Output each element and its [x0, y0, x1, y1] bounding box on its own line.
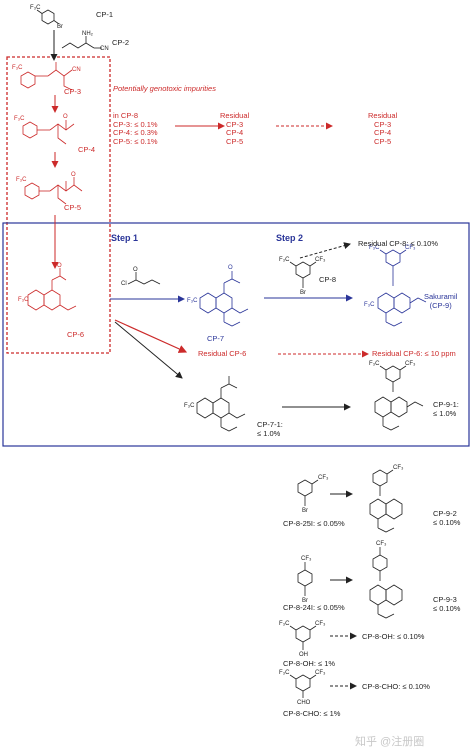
- label-cp7: CP-7: [207, 334, 225, 343]
- atom-br-cp1: Br: [57, 24, 63, 30]
- label-cp9-sakuramil: Sakuramil (CP-9): [424, 292, 458, 310]
- residual-set-2: Residual CP-3 CP-4 CP-5: [368, 111, 398, 146]
- cp8-24i-structure: [297, 562, 313, 596]
- residual-set-1: Residual CP-3 CP-4 CP-5: [220, 111, 250, 146]
- cp8-cho-structure: [289, 674, 317, 698]
- atom-cl-reagent: Cl: [121, 281, 127, 287]
- atom-cf3-cp8oh: CF₃: [315, 621, 326, 627]
- cp7-structure: [199, 271, 249, 327]
- atom-cf3-cp8cho: CF₃: [315, 670, 326, 676]
- cp7-1-structure: [196, 376, 246, 432]
- cp8-25i-structure: [297, 479, 319, 506]
- cp8-structure: [289, 261, 317, 288]
- atom-f3c-cp8cho: F₃C: [279, 670, 290, 676]
- label-cp6: CP-6: [67, 330, 85, 339]
- cp8-oh-structure: [289, 625, 317, 650]
- label-cp8-cho: CP-8-CHO: ≤ 1%: [283, 709, 341, 718]
- residual-cp8: Residual CP-8: ≤ 0.10%: [358, 239, 438, 248]
- step-1-title: Step 1: [111, 233, 139, 243]
- atom-oh-cp8oh: OH: [299, 652, 308, 658]
- atom-f3c-cp8: F₃C: [279, 257, 290, 263]
- label-cp8: CP-8: [319, 275, 337, 284]
- arrow-cp6-residual: [114, 319, 188, 353]
- atom-br-cp824: Br: [302, 598, 308, 604]
- cp4-structure: [22, 120, 75, 145]
- genotoxic-title: Potentially genotoxic impurities: [113, 84, 216, 93]
- atom-cf3-cp92: CF₃: [393, 465, 404, 471]
- step-2-title: Step 2: [276, 233, 304, 243]
- atom-f3c-cp4: F₃C: [14, 116, 25, 122]
- cp1-structure: [36, 9, 60, 25]
- residual-cp6: Residual CP-6: [198, 349, 247, 358]
- label-cp9-2: CP-9-2 ≤ 0.10%: [433, 509, 461, 527]
- arrow-cp6-cp71: [114, 321, 183, 379]
- residual-cp8-cho: CP-8-CHO: ≤ 0.10%: [362, 682, 430, 691]
- atom-cf3-cp93: CF₃: [376, 541, 387, 547]
- cp5-structure: [24, 177, 83, 205]
- atom-o-cp7: O: [228, 265, 233, 271]
- atom-o-cp6: O: [57, 263, 62, 269]
- atom-f3c-cp9-ring: F₃C: [364, 302, 375, 308]
- chloroformate-structure: [127, 272, 161, 285]
- atom-cf3-cp824: CF₃: [301, 556, 312, 562]
- residual-cp8-oh: CP-8-OH: ≤ 0.10%: [362, 632, 425, 641]
- cp9-2-structure: [369, 469, 403, 533]
- atom-f3c-cp9: F₃C: [369, 245, 380, 251]
- atom-f3c-cp8oh: F₃C: [279, 621, 290, 627]
- atom-f3c-cp7: F₃C: [187, 298, 198, 304]
- label-cp9-3: CP-9-3 ≤ 0.10%: [433, 595, 461, 613]
- atom-cho-cp8cho: CHO: [297, 700, 311, 706]
- cp9-3-structure: [369, 547, 403, 619]
- atom-br-cp825: Br: [302, 508, 308, 514]
- genotoxic-impurity-box: [6, 56, 111, 354]
- label-cp8-24i: CP-8-24I: ≤ 0.05%: [283, 603, 345, 612]
- atom-cn-cp3: CN: [72, 67, 81, 73]
- steps-box: [2, 222, 470, 447]
- cp3-structure: [20, 62, 73, 91]
- label-cp2: CP-2: [112, 38, 130, 47]
- label-cp9-1: CP-9-1: ≤ 1.0%: [433, 400, 459, 418]
- atom-cf3-cp91: CF₃: [405, 361, 416, 367]
- label-cp1: CP-1: [96, 10, 114, 19]
- atom-f3c-cp3: F₃C: [12, 65, 23, 71]
- atom-f3c-cp91: F₃C: [369, 361, 380, 367]
- cp2-structure: [61, 36, 102, 49]
- atom-f3c-cp5: F₃C: [16, 177, 27, 183]
- in-cp8-limits: in CP-8 CP-3: ≤ 0.1% CP-4: ≤ 0.3% CP-5: …: [113, 111, 158, 146]
- watermark: 知乎 @注册圈: [355, 736, 425, 748]
- label-cp5: CP-5: [64, 203, 82, 212]
- atom-cf3-cp9: CF₃: [405, 245, 416, 251]
- atom-cf3-cp825: CF₃: [318, 475, 329, 481]
- label-cp7-1: CP-7-1: ≤ 1.0%: [257, 420, 283, 438]
- residual-cp6-ppm: Residual CP-6: ≤ 10 ppm: [372, 349, 456, 358]
- atom-cf3-cp8: CF₃: [315, 257, 326, 263]
- arrow-residual-cp8: [299, 242, 351, 259]
- atom-nh2-cp2: NH₂: [82, 31, 93, 37]
- atom-o-cp4: O: [63, 114, 68, 120]
- cp9-1-structure: [374, 365, 424, 431]
- atom-f3c-cp71: F₃C: [184, 403, 195, 409]
- cp6-structure: [27, 268, 77, 311]
- atom-o-reagent: O: [133, 267, 138, 273]
- cp9-structure: [377, 249, 427, 327]
- atom-cn-cp2: CN: [100, 46, 109, 52]
- atom-o-cp5: O: [71, 172, 76, 178]
- label-cp8-oh: CP-8-OH: ≤ 1%: [283, 659, 336, 668]
- label-cp4: CP-4: [78, 145, 96, 154]
- atom-f3c-cp1: F₃C: [30, 5, 41, 11]
- label-cp3: CP-3: [64, 87, 82, 96]
- atom-br-cp8: Br: [300, 290, 306, 296]
- atom-f3c-cp6: F₃C: [18, 297, 29, 303]
- label-cp8-25i: CP-8-25I: ≤ 0.05%: [283, 519, 345, 528]
